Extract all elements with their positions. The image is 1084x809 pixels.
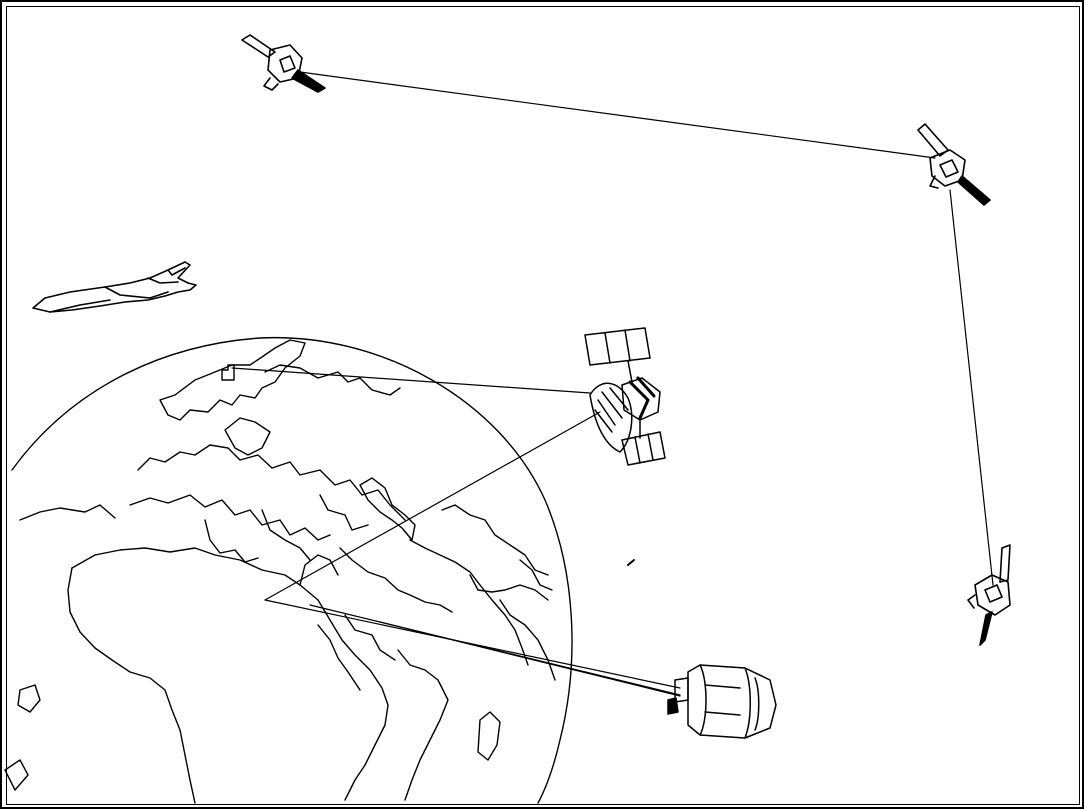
relay-satellite-right xyxy=(967,544,1011,646)
link-earth-point-to-central-satellite xyxy=(264,411,601,601)
link-ground-station-to-central-satellite xyxy=(231,367,591,394)
relay-satellite-top-left xyxy=(241,34,326,93)
ground-station xyxy=(221,364,235,381)
small-debris-mark xyxy=(627,559,635,566)
relay-satellite-top-right xyxy=(917,123,991,206)
central-satellite-with-dish xyxy=(584,327,666,466)
link-sat-top-right-to-sat-right xyxy=(949,189,994,586)
earth-globe xyxy=(4,336,573,804)
solar-panel-lower xyxy=(621,431,666,466)
earth-limb xyxy=(11,336,573,804)
link-earth-point-to-station-module-c xyxy=(379,621,681,697)
solar-panel-upper xyxy=(584,327,651,366)
space-shuttle xyxy=(32,261,197,313)
communication-links xyxy=(231,71,994,697)
africa-coast xyxy=(71,547,389,801)
inner-frame xyxy=(6,6,1080,805)
dish-antenna xyxy=(589,382,633,453)
space-station-module xyxy=(667,664,777,739)
link-sat-top-left-to-sat-top-right xyxy=(299,71,936,159)
earth-coastlines xyxy=(4,339,556,804)
